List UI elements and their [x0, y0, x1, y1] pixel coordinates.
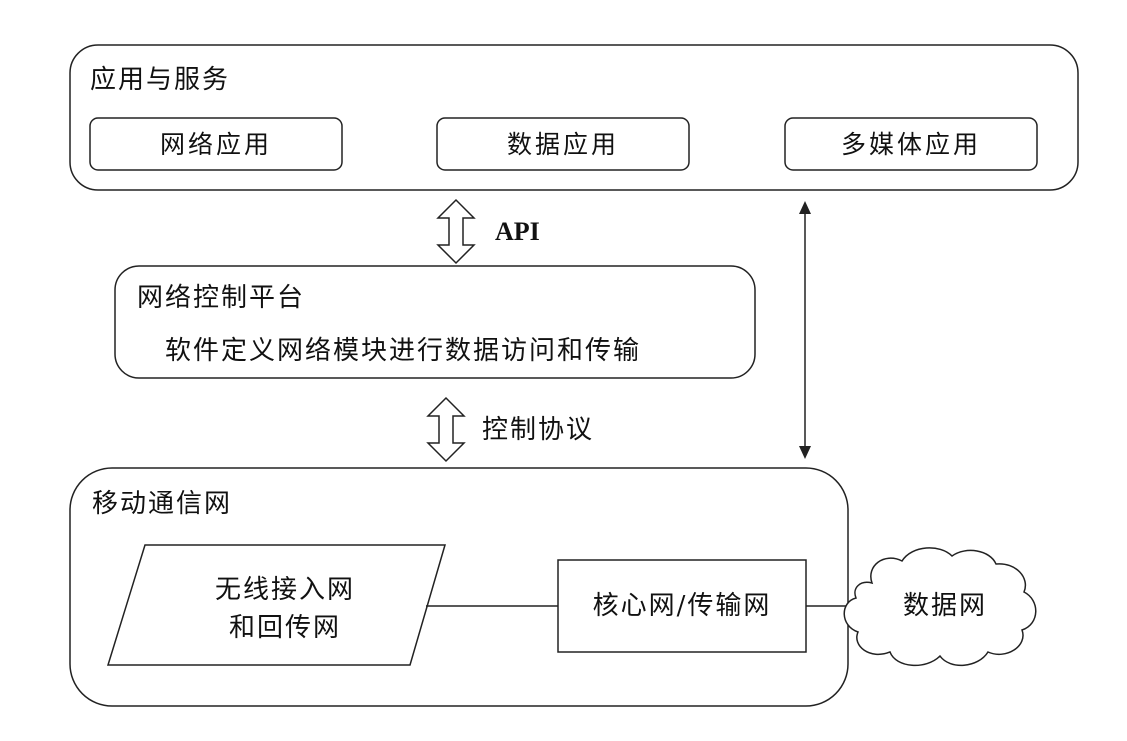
ran-parallelogram	[106, 544, 446, 666]
data-network-cloud	[843, 547, 1037, 667]
multimedia-app-box	[784, 117, 1038, 171]
api-double-arrow	[436, 198, 476, 265]
data-app-label: 数据应用	[506, 130, 619, 159]
api-label: API	[495, 217, 540, 246]
control-protocol-label: 控制协议	[482, 415, 595, 445]
control-protocol-double-arrow	[426, 396, 466, 463]
data-network-label: 数据网	[902, 591, 987, 621]
control-platform-title: 网络控制平台	[137, 283, 306, 313]
control-platform-description: 软件定义网络模块进行数据访问和传输	[165, 336, 642, 366]
vertical-arrow-up-head	[799, 201, 811, 214]
core-network-label: 核心网/传输网	[592, 591, 772, 621]
network-app-box	[89, 117, 343, 171]
ran-label-line1: 无线接入网	[214, 575, 355, 605]
vertical-arrow-down-head	[799, 446, 811, 459]
control-platform-box	[114, 265, 756, 379]
ran-label-line2: 和回传网	[228, 613, 341, 643]
multimedia-app-label: 多媒体应用	[840, 130, 981, 159]
core-network-box	[557, 559, 807, 653]
data-app-box	[436, 117, 690, 171]
mobile-network-title: 移动通信网	[92, 489, 233, 519]
network-app-label: 网络应用	[159, 130, 272, 159]
apps-services-title: 应用与服务	[90, 65, 231, 95]
